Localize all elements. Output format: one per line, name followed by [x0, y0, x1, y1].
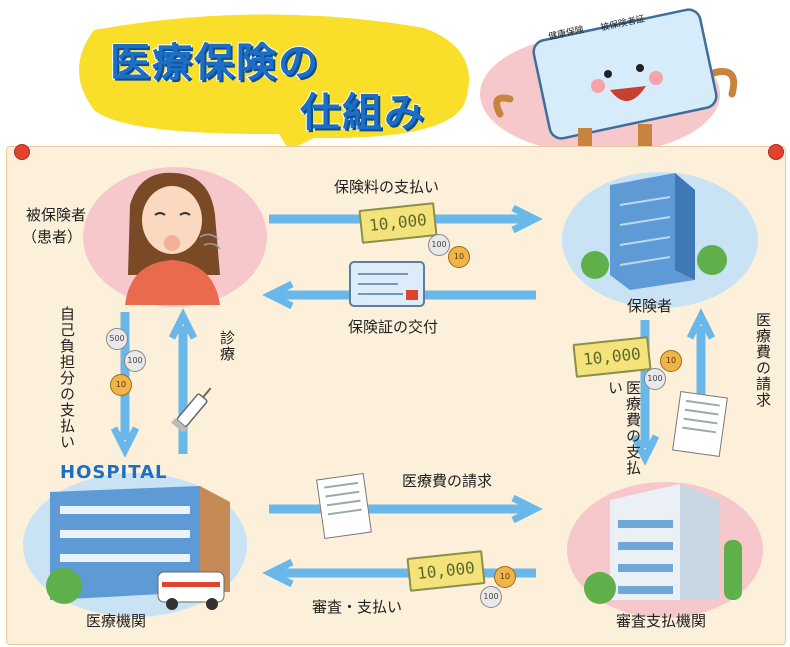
- patient-label-line2: （患者）: [22, 228, 83, 246]
- insurer-building: [581, 173, 727, 290]
- hospital-sign: HOSPITAL: [60, 462, 168, 483]
- hospital-building: [46, 486, 230, 610]
- label-claim-to-insurer: 医療費の請求: [754, 312, 772, 408]
- review-org-label: 審査支払機関: [616, 612, 707, 630]
- pin-right-icon: [768, 144, 784, 160]
- label-review-payment: 審査・支払い: [312, 598, 403, 616]
- coin-100-premium: 100: [428, 234, 450, 256]
- label-card-issue: 保険証の交付: [348, 318, 439, 336]
- patient-label-line1: 被保険者: [26, 206, 87, 224]
- arrow-review-left: [262, 558, 536, 588]
- coin-100-insurer: 100: [644, 368, 666, 390]
- claim-document-review: [316, 472, 372, 540]
- title-line-2: 仕組み: [299, 89, 426, 137]
- coin-10-premium: 10: [448, 246, 470, 268]
- patient-illustration: [125, 172, 221, 305]
- coin-100-copay: 100: [124, 350, 146, 372]
- title-bubble: [79, 14, 469, 150]
- arrow-claim-right: [269, 494, 543, 524]
- coin-10-copay: 10: [110, 374, 132, 396]
- hospital-label: 医療機関: [86, 612, 147, 630]
- insurer-label: 保険者: [627, 297, 673, 315]
- insurance-card-mascot: [480, 8, 738, 154]
- coin-500-copay: 500: [106, 328, 128, 350]
- label-claim-to-review: 医療費の請求: [402, 472, 493, 490]
- insurance-card-icon: [349, 261, 425, 307]
- pin-left-icon: [14, 144, 30, 160]
- review-org-building: [584, 484, 742, 604]
- label-copay: 自己負担分の支払い: [58, 306, 76, 450]
- claim-document-insurer: [672, 390, 728, 458]
- label-treatment: 診療: [218, 330, 236, 362]
- coin-10-insurer: 10: [660, 350, 682, 372]
- syringe-icon: [171, 387, 212, 434]
- coin-100-review: 100: [480, 586, 502, 608]
- coin-10-review: 10: [494, 566, 516, 588]
- title-line-1: 医療保険の: [109, 39, 320, 87]
- label-payment-to-review: 医療費の支払い: [606, 380, 642, 476]
- label-premium-payment: 保険料の支払い: [334, 178, 440, 196]
